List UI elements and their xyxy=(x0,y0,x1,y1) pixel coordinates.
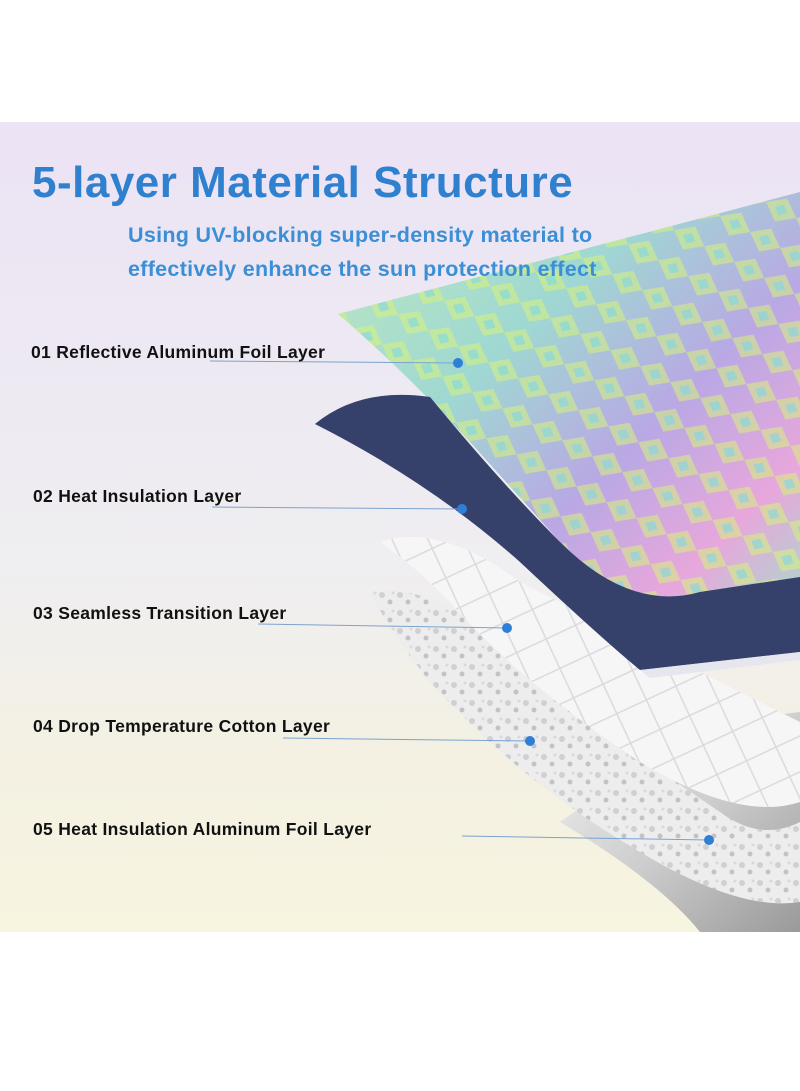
layer-label-03: 03 Seamless Transition Layer xyxy=(33,603,287,623)
infographic-panel: 5-layer Material Structure Using UV-bloc… xyxy=(0,122,800,932)
marker-dot-01 xyxy=(453,358,463,368)
subtitle-line-1: Using UV-blocking super-density material… xyxy=(128,223,593,247)
leader-line-01 xyxy=(209,358,463,368)
marker-dot-02 xyxy=(457,504,467,514)
insulation-layer xyxy=(315,394,800,670)
layer-label-02: 02 Heat Insulation Layer xyxy=(33,486,242,506)
subtitle-line-2: effectively enhance the sun protection e… xyxy=(128,257,597,281)
layer-label-04: 04 Drop Temperature Cotton Layer xyxy=(33,716,331,736)
marker-dot-05 xyxy=(704,835,714,845)
layer-label-01: 01 Reflective Aluminum Foil Layer xyxy=(31,342,326,362)
marker-dot-04 xyxy=(525,736,535,746)
page-title: 5-layer Material Structure xyxy=(32,158,574,207)
leader-line-04 xyxy=(282,736,535,746)
leader-line-05 xyxy=(461,835,714,845)
layer-label-05: 05 Heat Insulation Aluminum Foil Layer xyxy=(33,819,372,839)
page-subtitle: Using UV-blocking super-density material… xyxy=(128,218,597,286)
leader-line-02 xyxy=(211,504,467,514)
marker-dot-03 xyxy=(502,623,512,633)
leader-line-03 xyxy=(257,623,512,633)
layer-illustration xyxy=(209,192,800,932)
